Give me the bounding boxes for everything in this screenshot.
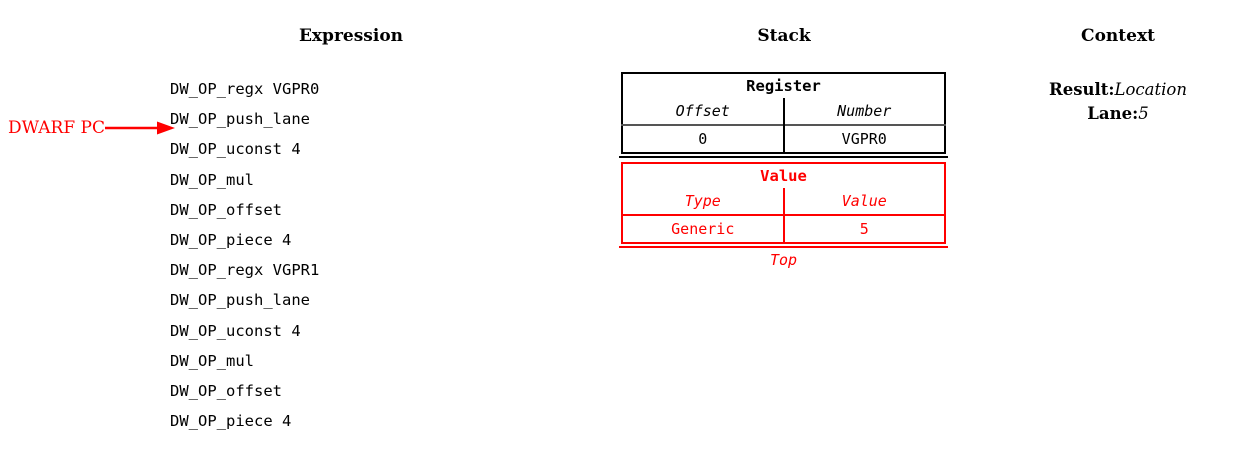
expression-instruction: DW_OP_uconst 4 (170, 321, 301, 340)
context-value: Location (1114, 80, 1187, 99)
expression-instruction: DW_OP_mul (170, 170, 254, 189)
expression-instruction: DW_OP_regx VGPR1 (170, 261, 320, 280)
column-heading-context: Context (1081, 26, 1155, 46)
dwarf-pc-label: DWARF PC (8, 118, 105, 138)
expression-instruction: DW_OP_offset (170, 200, 282, 219)
stack-entry-value: Generic (622, 214, 785, 243)
stack-entry-title: Register (746, 77, 821, 95)
stack-entry-value-type: Value Type Value Generic 5 (621, 162, 946, 244)
dwarf-pc-marker: DWARF PC (8, 115, 177, 141)
expression-instruction: DW_OP_push_lane (170, 291, 310, 310)
expression-instruction: DW_OP_regx VGPR0 (170, 80, 320, 98)
stack-top-separator-rule (619, 246, 948, 248)
context-row: Lane:5 (1049, 102, 1187, 126)
stack-entry-separator-rule (619, 156, 948, 158)
stack-entry-column-header: Offset (622, 98, 785, 125)
stack-area: Register Offset Number 0 VGPR0 Value Typ… (619, 72, 948, 271)
expression-instruction: DW_OP_piece 4 (170, 231, 292, 250)
expression-instruction: DW_OP_offset (170, 382, 282, 401)
stack-entry-value: 5 (783, 214, 945, 243)
stack-entry-value: 0 (622, 124, 785, 153)
expression-instruction-list: DW_OP_regx VGPR0 DW_OP_push_lane DW_OP_u… (170, 74, 319, 436)
context-list: Result:Location Lane:5 (1049, 78, 1187, 126)
expression-instruction: DW_OP_piece 4 (170, 412, 292, 431)
stack-entry-column-header: Value (841, 192, 887, 210)
stack-entry-column-header: Type (622, 188, 785, 215)
context-value: 5 (1138, 104, 1149, 123)
expression-instruction: DW_OP_push_lane (170, 110, 310, 129)
context-key: Lane: (1087, 104, 1139, 123)
stack-top-caption: Top (769, 251, 798, 269)
context-key: Result: (1049, 80, 1115, 99)
column-heading-stack: Stack (757, 26, 811, 46)
expression-instruction: DW_OP_mul (170, 351, 254, 370)
expression-instruction: DW_OP_uconst 4 (170, 140, 301, 159)
context-row: Result:Location (1049, 78, 1187, 102)
arrow-right-icon (104, 121, 175, 135)
stack-entry-column-header: Number (837, 102, 892, 120)
stack-entry-register: Register Offset Number 0 VGPR0 (621, 72, 946, 154)
stack-entry-title: Value (760, 167, 807, 185)
column-heading-expression: Expression (298, 26, 404, 46)
stack-entry-value: VGPR0 (783, 124, 945, 153)
